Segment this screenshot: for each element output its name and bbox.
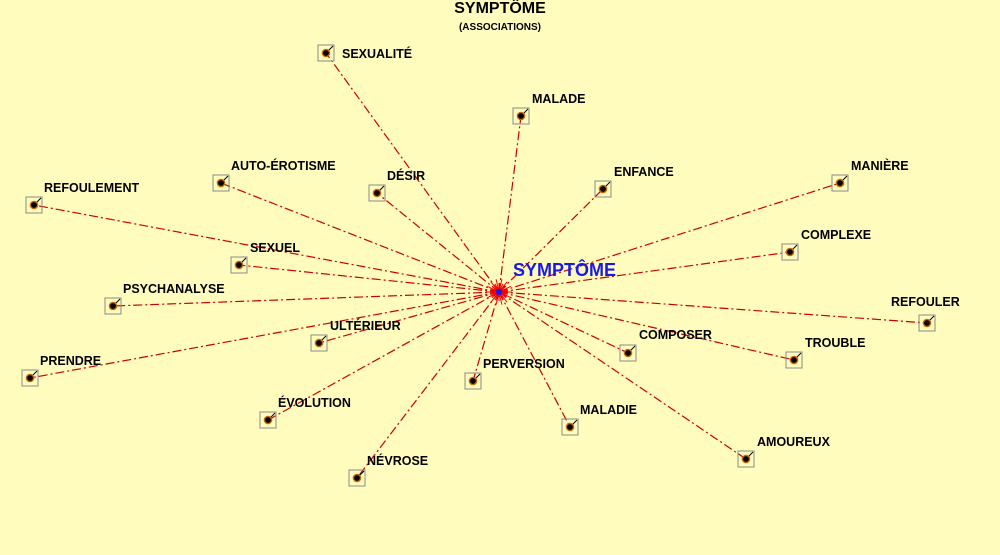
page-title: SYMPTÔME <box>454 0 546 17</box>
node-box-auto-erotisme <box>212 174 230 192</box>
node-dot-amoureux <box>741 454 751 464</box>
edge-malade <box>498 115 522 293</box>
node-box-perversion <box>464 372 482 390</box>
node-box-complexe <box>781 243 799 261</box>
node-dot-evolution <box>263 415 273 425</box>
node-dot-trouble <box>789 355 799 365</box>
node-box-maniere <box>831 174 849 192</box>
edge-sexuel <box>238 264 500 293</box>
edge-sexualite <box>325 52 500 293</box>
node-box-psychanalyse <box>104 297 122 315</box>
node-dot-composer <box>623 348 633 358</box>
node-label-sexualite: SEXUALITÉ <box>342 46 412 61</box>
node-label-malade: MALADE <box>532 92 585 106</box>
node-label-maniere: MANIÈRE <box>851 158 909 173</box>
edge-complexe <box>498 251 791 293</box>
node-box-ulterieur <box>310 334 328 352</box>
node-label-refoulement: REFOULEMENT <box>44 181 140 195</box>
node-dot-ulterieur <box>314 338 324 348</box>
node-dot-maladie <box>565 422 575 432</box>
node-label-complexe: COMPLEXE <box>801 228 871 242</box>
node-label-sexuel: SEXUEL <box>250 241 300 255</box>
node-box-composer <box>619 344 637 362</box>
node-dot-auto-erotisme <box>216 178 226 188</box>
node-dot-psychanalyse <box>108 301 118 311</box>
node-label-amoureux: AMOUREUX <box>757 435 831 449</box>
node-box-desir <box>368 184 386 202</box>
node-box-sexuel <box>230 256 248 274</box>
node-box-malade <box>512 107 530 125</box>
node-label-trouble: TROUBLE <box>805 336 865 350</box>
node-box-refouler <box>918 314 936 332</box>
node-dot-perversion <box>468 376 478 386</box>
center-burst <box>486 279 512 305</box>
node-dot-nevrose <box>352 473 362 483</box>
edge-ulterieur <box>318 291 500 344</box>
edge-evolution <box>267 291 500 421</box>
node-label-nevrose: NÉVROSE <box>367 453 428 468</box>
edge-refoulement <box>33 204 500 293</box>
node-box-amoureux <box>737 450 755 468</box>
node-box-trouble <box>785 351 803 369</box>
node-box-sexualite <box>317 44 335 62</box>
node-label-ulterieur: ULTÉRIEUR <box>330 318 401 333</box>
edges-layer <box>29 52 928 479</box>
edge-prendre <box>29 291 500 379</box>
node-box-evolution <box>259 411 277 429</box>
edge-amoureux <box>498 291 747 460</box>
node-label-refouler: REFOULER <box>891 295 960 309</box>
center-label: SYMPTÔME <box>513 259 616 280</box>
edge-auto-erotisme <box>220 182 500 293</box>
node-dot-sexualite <box>321 48 331 58</box>
edge-composer <box>498 291 629 354</box>
node-label-prendre: PRENDRE <box>40 354 101 368</box>
node-box-enfance <box>594 180 612 198</box>
node-dot-refoulement <box>29 200 39 210</box>
node-dot-desir <box>372 188 382 198</box>
node-label-desir: DÉSIR <box>387 168 425 183</box>
edge-trouble <box>498 291 795 361</box>
node-dot-sexuel <box>234 260 244 270</box>
edge-nevrose <box>356 291 500 479</box>
node-label-psychanalyse: PSYCHANALYSE <box>123 282 225 296</box>
node-label-auto-erotisme: AUTO-ÉROTISME <box>231 158 336 173</box>
edge-psychanalyse <box>112 291 500 307</box>
edge-maladie <box>498 291 571 428</box>
node-label-evolution: ÉVOLUTION <box>278 395 351 410</box>
node-dot-enfance <box>598 184 608 194</box>
edge-maniere <box>498 182 841 293</box>
node-label-composer: COMPOSER <box>639 328 712 342</box>
node-box-nevrose <box>348 469 366 487</box>
nodes-layer: SEXUALITÉ MALADE AUTO-ÉROTISME DÉSIR ENFANCE… <box>21 44 960 487</box>
node-dot-complexe <box>785 247 795 257</box>
node-label-perversion: PERVERSION <box>483 357 565 371</box>
node-dot-prendre <box>25 373 35 383</box>
edge-refouler <box>498 291 928 324</box>
node-dot-refouler <box>922 318 932 328</box>
node-box-prendre <box>21 369 39 387</box>
node-label-enfance: ENFANCE <box>614 165 674 179</box>
center-dot <box>495 288 503 296</box>
edge-enfance <box>498 188 604 293</box>
edge-perversion <box>472 291 500 382</box>
node-box-maladie <box>561 418 579 436</box>
node-label-maladie: MALADIE <box>580 403 637 417</box>
node-dot-maniere <box>835 178 845 188</box>
node-dot-malade <box>516 111 526 121</box>
page-subtitle: (ASSOCIATIONS) <box>458 22 542 33</box>
node-box-refoulement <box>25 196 43 214</box>
